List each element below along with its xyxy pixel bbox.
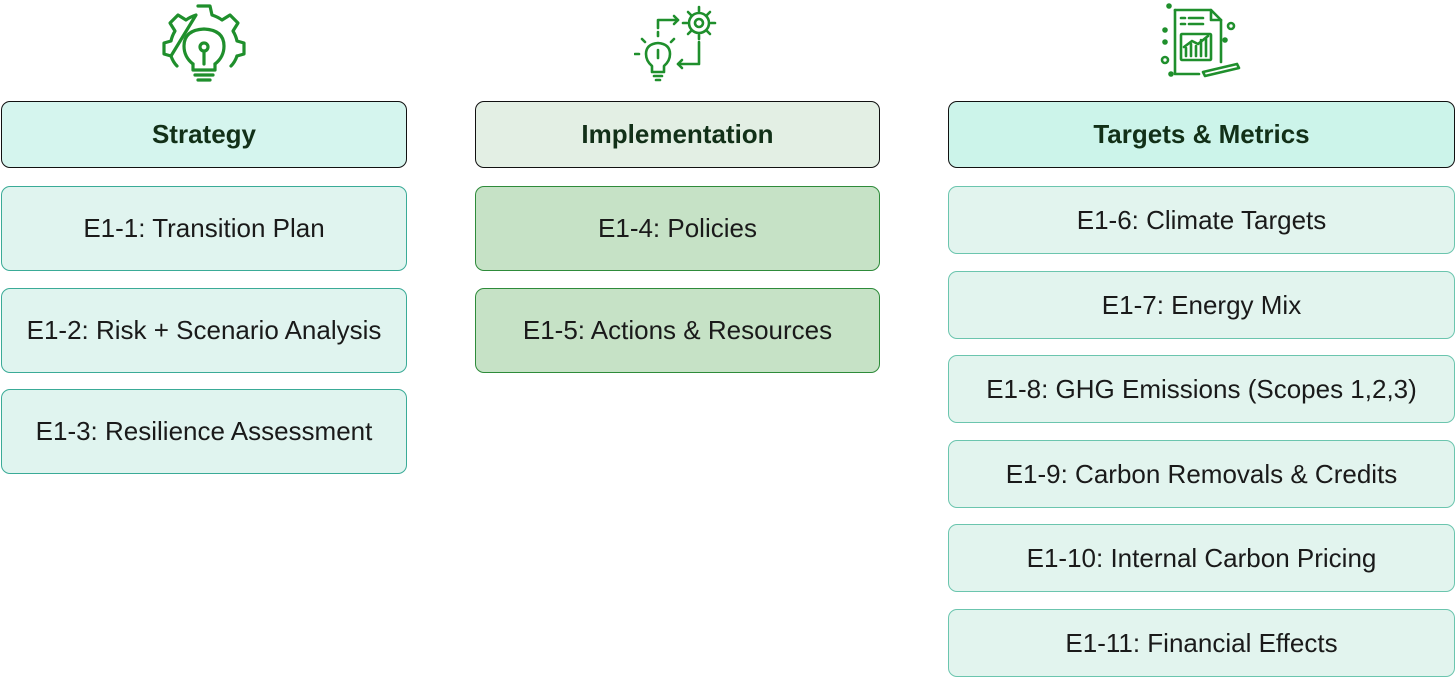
strategy-item: E1-2: Risk + Scenario Analysis: [1, 288, 407, 373]
strategy-header: Strategy: [1, 101, 407, 168]
lightbulb-gear-icon: [162, 2, 246, 86]
targets-item: E1-7: Energy Mix: [948, 271, 1455, 339]
targets-item: E1-9: Carbon Removals & Credits: [948, 440, 1455, 508]
strategy-item: E1-1: Transition Plan: [1, 186, 407, 271]
report-chart-document-icon: [1159, 2, 1245, 86]
targets-item: E1-11: Financial Effects: [948, 609, 1455, 677]
implementation-column: Implementation E1-4: Policies E1-5: Acti…: [474, 0, 881, 678]
idea-process-cycle-icon: [634, 2, 722, 86]
targets-item: E1-8: GHG Emissions (Scopes 1,2,3): [948, 355, 1455, 423]
targets-metrics-column: Targets & Metrics E1-6: Climate Targets …: [947, 0, 1456, 678]
targets-metrics-header: Targets & Metrics: [948, 101, 1455, 168]
implementation-item: E1-4: Policies: [475, 186, 880, 271]
strategy-item: E1-3: Resilience Assessment: [1, 389, 407, 474]
targets-item: E1-10: Internal Carbon Pricing: [948, 524, 1455, 592]
implementation-item: E1-5: Actions & Resources: [475, 288, 880, 373]
targets-item: E1-6: Climate Targets: [948, 186, 1455, 254]
implementation-header: Implementation: [475, 101, 880, 168]
strategy-column: Strategy E1-1: Transition Plan E1-2: Ris…: [0, 0, 408, 678]
